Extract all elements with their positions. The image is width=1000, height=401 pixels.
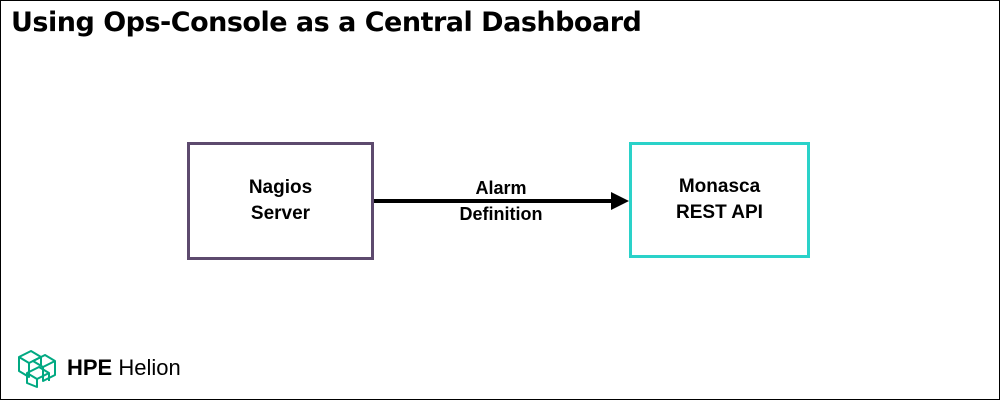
node-label-line2: Server	[250, 203, 311, 224]
page-title: Using Ops-Console as a Central Dashboard	[11, 7, 642, 38]
edge-label: Alarm Definition	[441, 175, 561, 227]
arrowhead-icon	[611, 192, 629, 210]
node-label-line2: REST API	[676, 202, 763, 223]
hpe-helion-logo: HPE Helion	[15, 347, 181, 389]
node-monasca-rest-api: Monasca REST API	[629, 142, 810, 258]
logo-wordmark: HPE Helion	[67, 355, 181, 381]
hpe-helion-cube-icon	[18, 350, 56, 388]
node-label-line1: Nagios	[248, 177, 313, 198]
node-label-line1: Monasca	[678, 176, 761, 197]
edge-label-line2: Definition	[459, 204, 543, 224]
logo-brand: HPE	[67, 355, 113, 380]
logo-product: Helion	[118, 355, 181, 380]
edge-label-line1: Alarm	[475, 178, 527, 198]
node-nagios-server: Nagios Server	[187, 142, 374, 260]
